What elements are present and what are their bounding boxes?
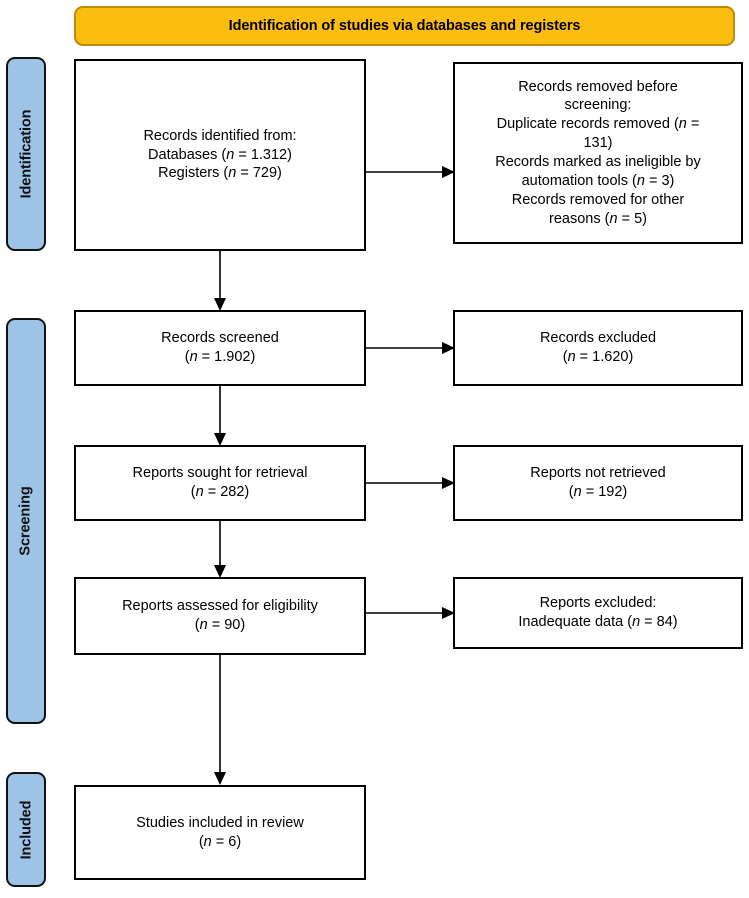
node-records-removed-line2: screening:	[564, 97, 632, 114]
node-records-identified-line2: Databases (n = 1.312)	[148, 146, 292, 163]
node-records-removed-line1: Records removed before	[518, 78, 678, 95]
diagram-header-banner: Identification of studies via databases …	[74, 6, 735, 46]
node-reports-sought-line2: (n = 282)	[190, 484, 250, 500]
node-reports-sought-line1: Reports sought for retrieval	[132, 465, 308, 482]
node-records-excluded: Records excluded (n = 1.620)	[453, 310, 743, 386]
node-records-identified-line1: Records identified from:	[143, 127, 297, 144]
node-records-removed-line8: reasons (n = 5)	[549, 210, 647, 227]
node-records-removed-line6: automation tools (n = 3)	[521, 172, 675, 189]
node-records-excluded-line2: (n = 1.620)	[562, 349, 634, 365]
node-studies-included-line1: Studies included in review	[136, 814, 304, 831]
stage-label-identification: Identification	[6, 57, 46, 251]
node-reports-not-retrieved-line1: Reports not retrieved	[530, 465, 666, 482]
node-records-removed-line4: 131)	[583, 135, 613, 152]
node-records-screened: Records screened (n = 1.902)	[74, 310, 366, 386]
arrow-assessed-to-reports-excluded	[364, 606, 456, 620]
node-records-screened-line1: Records screened	[161, 330, 279, 347]
arrow-sought-to-not-retrieved	[364, 476, 456, 490]
node-records-identified-line3: Registers (n = 729)	[158, 165, 282, 182]
arrow-identified-to-removed	[364, 165, 456, 179]
node-records-removed-before-screening: Records removed before screening: Duplic…	[453, 62, 743, 244]
node-reports-not-retrieved-line2: (n = 192)	[568, 484, 628, 500]
stage-label-included-text: Included	[18, 800, 35, 859]
node-reports-excluded-line1: Reports excluded:	[539, 595, 657, 612]
arrow-assessed-to-included	[213, 653, 227, 786]
banner-title: Identification of studies via databases …	[228, 18, 581, 34]
stage-label-included: Included	[6, 772, 46, 887]
node-reports-excluded-line2: Inadequate data (n = 84)	[518, 614, 678, 630]
node-records-screened-line2: (n = 1.902)	[184, 349, 256, 365]
node-reports-assessed-line1: Reports assessed for eligibility	[122, 598, 318, 615]
node-reports-sought-for-retrieval: Reports sought for retrieval (n = 282)	[74, 445, 366, 521]
node-reports-assessed-for-eligibility: Reports assessed for eligibility (n = 90…	[74, 577, 366, 655]
node-reports-excluded: Reports excluded: Inadequate data (n = 8…	[453, 577, 743, 649]
node-studies-included-in-review: Studies included in review (n = 6)	[74, 785, 366, 880]
node-records-excluded-line1: Records excluded	[539, 330, 657, 347]
arrow-identified-to-screened	[213, 249, 227, 312]
node-reports-assessed-line2: (n = 90)	[194, 617, 246, 633]
node-records-removed-line5: Records marked as ineligible by	[495, 154, 701, 170]
stage-label-identification-text: Identification	[18, 109, 35, 199]
node-records-identified: Records identified from: Databases (n = …	[74, 59, 366, 251]
arrow-screened-to-sought	[213, 384, 227, 447]
node-records-removed-line3: Duplicate records removed (n =	[496, 116, 700, 133]
arrow-screened-to-excluded	[364, 341, 456, 355]
stage-label-screening-text: Screening	[18, 486, 34, 556]
node-studies-included-line2: (n = 6)	[198, 833, 242, 850]
node-reports-not-retrieved: Reports not retrieved (n = 192)	[453, 445, 743, 521]
node-records-removed-line7: Records removed for other	[511, 191, 685, 208]
arrow-sought-to-assessed	[213, 519, 227, 579]
stage-label-screening: Screening	[6, 318, 46, 724]
